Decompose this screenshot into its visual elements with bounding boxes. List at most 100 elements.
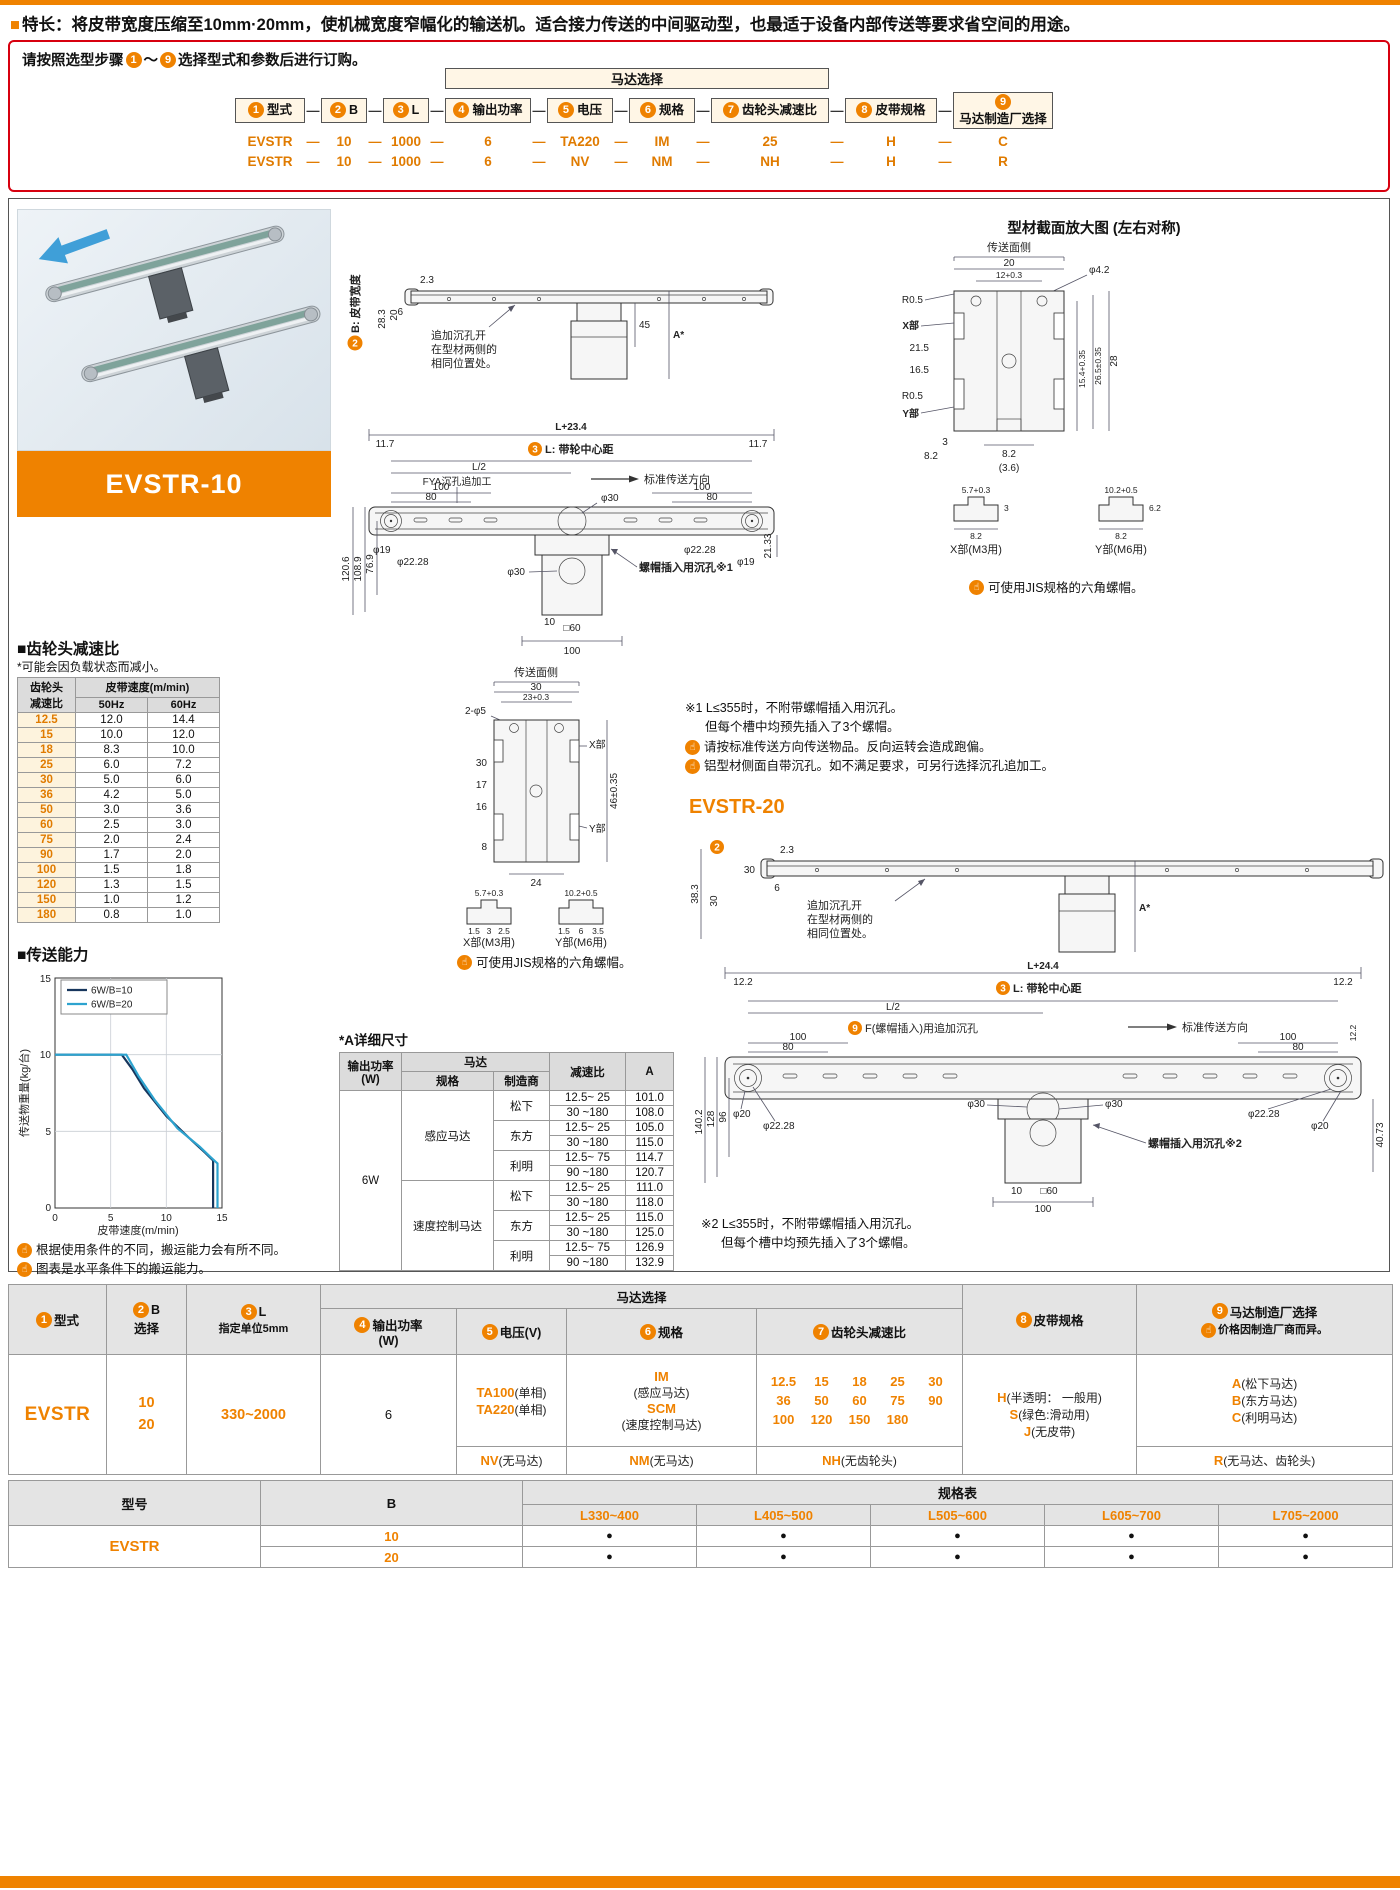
dim-label: B: 皮带宽度 — [348, 273, 362, 333]
part-code-segment: 10 — [336, 153, 352, 169]
dim-label: 10 — [1011, 1186, 1023, 1197]
dim-label: 38.3 — [690, 884, 701, 904]
part-code-segment: 1000 — [390, 133, 422, 149]
face-side-label: 传送面侧 — [987, 240, 1031, 254]
face-side-label: 传送面侧 — [514, 665, 558, 679]
dash: — — [938, 153, 952, 169]
svg-text:相同位置处。: 相同位置处。 — [431, 356, 497, 370]
belt-list: H(半透明： 一般用)S(绿色:滑动用)J(无皮带) — [962, 1354, 1138, 1475]
x-detail: 5.7+0.3 1.5 3 2.5 X部(M3用) — [463, 888, 515, 949]
availability-dot: ● — [1044, 1546, 1219, 1568]
point-icon: ☝ — [1201, 1322, 1217, 1338]
detail-label: Y部(M6用) — [1095, 542, 1147, 556]
dim-label: 46±0.35 — [609, 773, 620, 810]
ratio-none: NH(无齿轮头) — [755, 1446, 964, 1475]
note-line: 但每个槽中均预先插入了3个螺帽。 — [721, 1236, 916, 1251]
part-code-segment: EVSTR — [247, 133, 293, 149]
availability-dot: ● — [696, 1546, 871, 1568]
evstr10-side-view: 2 B: 皮带宽度 2.3 28.3 20 6 45 A* 追加沉孔开 在型材两… — [347, 273, 774, 380]
svg-text:3: 3 — [1000, 984, 1006, 995]
dim-label: 3 — [487, 926, 492, 936]
dash: — — [614, 153, 628, 169]
usage-notes: ※1 L≤355时，不附带螺帽插入用沉孔。 但每个槽中均预先插入了3个螺帽。 ☝… — [685, 699, 1115, 777]
dim-label: 3 — [1004, 503, 1009, 513]
option: SCM(速度控制马达) — [621, 1400, 702, 1432]
option: A(松下马达) — [1231, 1376, 1298, 1391]
main-panel: EVSTR-10 2 B: 皮带宽度 2.3 28.3 20 6 45 A* 追… — [8, 198, 1390, 1278]
y-tick: 5 — [45, 1127, 51, 1138]
dim-label: 2-φ5 — [465, 706, 486, 717]
option: NV(无马达) — [480, 1453, 543, 1468]
dim-label: φ30 — [1105, 1099, 1123, 1110]
dim-label: 8 — [481, 842, 487, 853]
svg-text:2: 2 — [352, 339, 358, 350]
dim-label: 螺帽插入用沉孔※1 — [639, 560, 733, 574]
dim-label: FYA沉孔追加工 — [423, 475, 492, 488]
svg-text:F(螺帽插入)用追加沉孔: F(螺帽插入)用追加沉孔 — [865, 1021, 978, 1035]
ratio-option: 100 — [772, 1412, 795, 1427]
dim-label: 12.2 — [1333, 977, 1353, 988]
jis-note: ☝可使用JIS规格的六角螺帽。 — [969, 577, 1144, 596]
maker-none: R(无马达、齿轮头) — [1136, 1446, 1394, 1475]
dim-label: 140.2 — [694, 1109, 705, 1134]
svg-text:3: 3 — [532, 445, 538, 456]
counterbore-note: 追加沉孔开 在型材两侧的 相同位置处。 — [431, 304, 516, 370]
dim-label: R0.5 — [902, 295, 924, 306]
dim-label: φ4.2 — [1089, 265, 1110, 276]
dim-label: 1.5 — [468, 926, 480, 936]
note-line: ☝图表是水平条件下的搬运能力。 — [17, 1260, 335, 1279]
dim-label: 30 — [709, 895, 720, 907]
dash: — — [696, 102, 710, 118]
dim-label: 8.2 — [924, 451, 938, 462]
dim-label: 80 — [425, 492, 437, 503]
l-range-cell: 330~2000 — [186, 1354, 321, 1475]
part-code-segment: IM — [654, 133, 670, 149]
pulley-center-distance-label: 3 L: 带轮中心距 — [996, 981, 1081, 995]
detail-label: X部(M3用) — [950, 542, 1002, 556]
x-tick: 15 — [216, 1213, 228, 1224]
dim-label: 6 — [774, 883, 780, 894]
dim-label: A* — [1139, 903, 1150, 914]
availability-dot: ● — [522, 1546, 697, 1568]
dim-label: 100 — [1035, 1204, 1052, 1213]
dash: — — [430, 102, 444, 118]
conveyor-2 — [81, 305, 321, 404]
dim-label: φ22.28 — [1248, 1109, 1280, 1120]
model-banner: EVSTR-10 — [17, 451, 331, 517]
dim-label: 80 — [782, 1042, 794, 1053]
feature-line: ■特长：将皮带宽度压缩至10mm·20mm，使机械宽度窄幅化的输送机。适合接力传… — [10, 11, 1392, 35]
dim-label: 16.5 — [910, 365, 930, 376]
spec-none: NM(无马达) — [566, 1446, 757, 1475]
col-l-range: L505~600 — [870, 1504, 1045, 1526]
step1-icon: 1 — [125, 51, 142, 68]
dash: — — [830, 153, 844, 169]
conveyor-render — [38, 225, 321, 404]
spec-list: IM(感应马达)SCM(速度控制马达) — [566, 1354, 757, 1447]
note2-block: ※2 L≤355时，不附带螺帽插入用沉孔。 但每个槽中均预先插入了3个螺帽。 — [701, 1215, 919, 1254]
dash: — — [430, 153, 444, 169]
profile — [493, 719, 580, 863]
rail — [368, 506, 775, 536]
svg-text:追加沉孔开: 追加沉孔开 — [807, 898, 862, 912]
dim-label: X部 — [902, 319, 919, 332]
dim-label: 100 — [694, 482, 711, 493]
svg-text:9: 9 — [852, 1024, 858, 1035]
bottom-accent-bar — [0, 1876, 1400, 1888]
dim-label: 24 — [530, 878, 542, 889]
y-axis-label: 传送物重量(kg/台) — [17, 1049, 31, 1137]
dim-label: 11.7 — [749, 439, 768, 450]
